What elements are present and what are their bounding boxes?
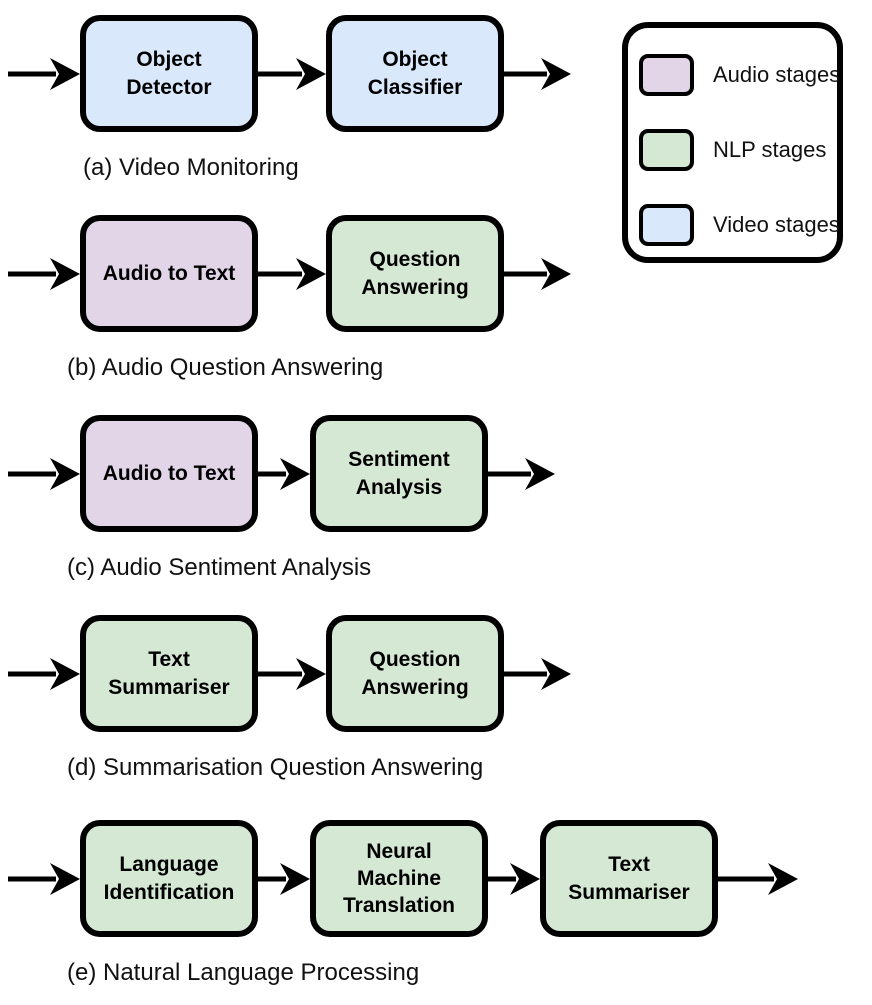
legend-swatch-nlp [639,129,694,171]
legend-row-audio: Audio stages [639,54,840,96]
flow-arrow-icon [258,57,326,90]
pipeline-caption-a: (a) Video Monitoring [83,154,299,181]
stage-box-audio-to-text: Audio to Text [80,215,258,332]
flow-arrow-icon [718,862,798,895]
flow-arrow-icon [504,57,571,90]
stage-box-text-summariser: Text Summariser [80,615,258,732]
legend-row-nlp: NLP stages [639,129,829,171]
stage-box-language-identification: Language Identification [80,820,258,937]
flow-arrow-icon [504,257,571,290]
pipeline-caption-b: (b) Audio Question Answering [67,354,384,381]
legend-row-video: Video stages [639,204,840,246]
flow-arrow-icon [488,862,540,895]
flow-arrow-icon [258,457,310,490]
flow-arrow-icon [258,862,310,895]
stage-box-sentiment-analysis: Sentiment Analysis [310,415,488,532]
legend-box: Audio stages NLP stages Video stages [622,22,843,263]
pipeline-flow-a: Object Detector Object Classifier [8,15,571,132]
stage-box-text-summariser: Text Summariser [540,820,718,937]
pipeline-b: Audio to Text Question Answering (b) Audio… [8,215,571,382]
pipeline-e: Language Identification Neural Machine Tr… [8,820,798,987]
legend-label-audio: Audio stages [713,62,841,87]
flow-arrow-icon [504,657,571,690]
pipeline-flow-d: Text Summariser Question Answering [8,615,571,732]
flow-arrow-icon [8,257,80,290]
legend-label-video: Video stages [713,212,840,237]
pipeline-flow-e: Language Identification Neural Machine Tr… [8,820,798,937]
pipeline-a: Object Detector Object Classifier (a) Vide… [8,15,571,182]
pipeline-d: Text Summariser Question Answering (d) Sum… [8,615,571,782]
legend-label-nlp: NLP stages [713,137,827,162]
flow-arrow-icon [258,257,326,290]
flow-arrow-icon [258,657,326,690]
flow-arrow-icon [8,57,80,90]
stage-box-question-answering: Question Answering [326,615,504,732]
legend-swatch-audio [639,54,694,96]
flow-arrow-icon [8,657,80,690]
pipeline-caption-e: (e) Natural Language Processing [67,959,420,986]
pipeline-c: Audio to Text Sentiment Analysis (c) Audio… [8,415,555,582]
flow-arrow-icon [488,457,555,490]
stage-box-object-classifier: Object Classifier [326,15,504,132]
flow-arrow-icon [8,862,80,895]
pipeline-flow-b: Audio to Text Question Answering [8,215,571,332]
flow-arrow-icon [8,457,80,490]
stage-box-neural-machine-translation: Neural Machine Translation [310,820,488,937]
stage-box-object-detector: Object Detector [80,15,258,132]
pipeline-flow-c: Audio to Text Sentiment Analysis [8,415,555,532]
stage-box-audio-to-text: Audio to Text [80,415,258,532]
pipeline-caption-d: (d) Summarisation Question Answering [67,754,484,781]
pipeline-caption-c: (c) Audio Sentiment Analysis [67,554,372,581]
stage-box-question-answering: Question Answering [326,215,504,332]
legend-swatch-video [639,204,694,246]
